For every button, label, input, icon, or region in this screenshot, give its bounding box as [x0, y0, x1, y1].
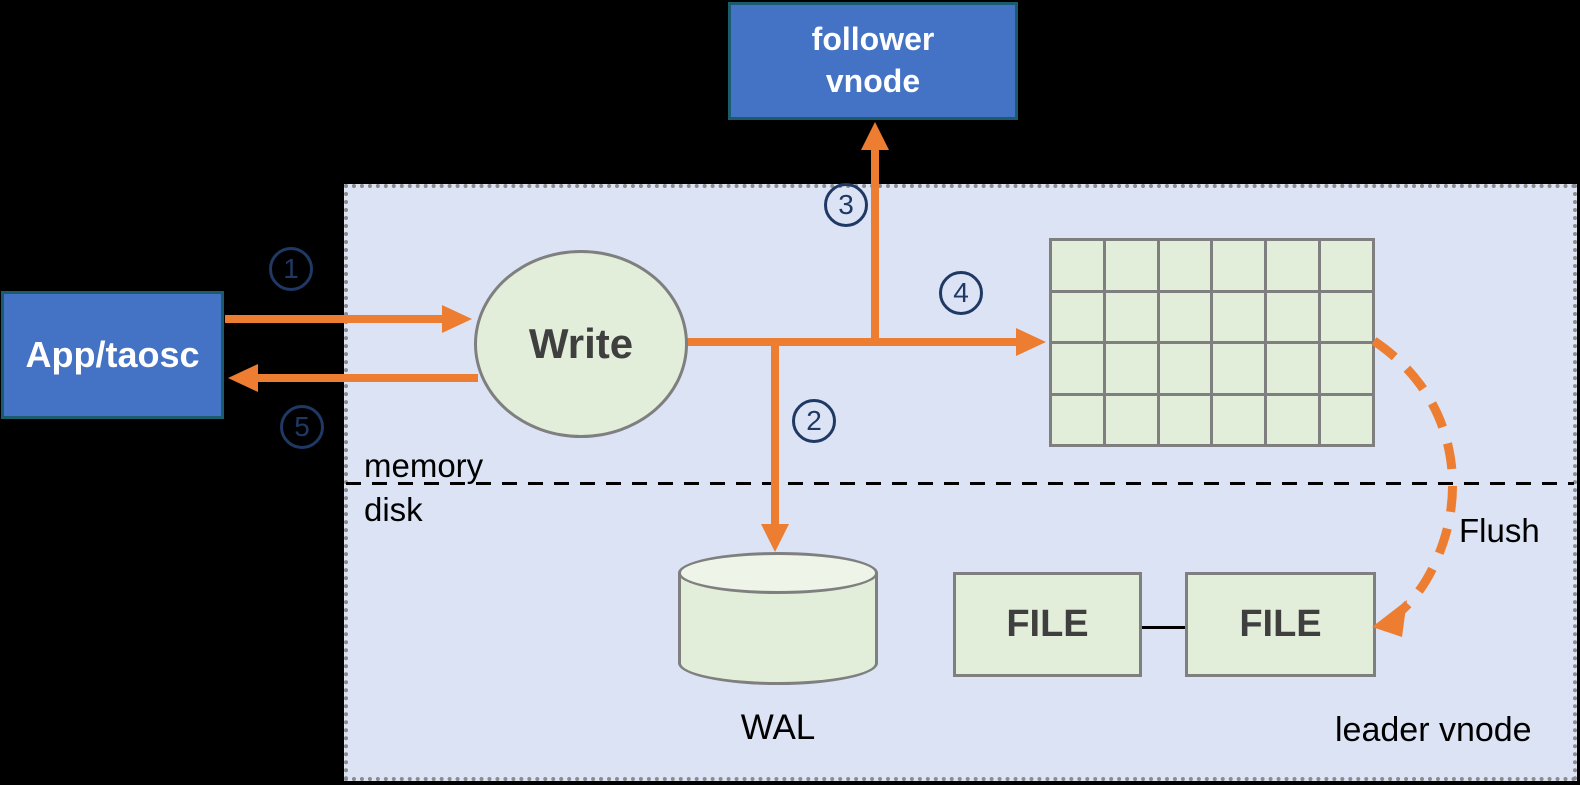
app-taosc-node: App/taosc: [1, 291, 224, 419]
mem-table-cell: [1213, 395, 1265, 444]
mem-table-cell: [1321, 241, 1372, 290]
arrow-5-head: [228, 364, 258, 392]
mem-table-cell: [1105, 241, 1157, 290]
mem-table-cell: [1052, 241, 1103, 290]
mem-table-cell: [1267, 241, 1319, 290]
arrow-5-line: [258, 374, 478, 382]
mem-table-cell: [1213, 344, 1265, 393]
arrow-2-head: [761, 524, 789, 552]
flush-label: Flush: [1459, 512, 1540, 549]
step-badge-3: 3: [824, 183, 868, 227]
wal-cylinder-top: [678, 552, 878, 594]
mem-table-cell: [1052, 395, 1103, 444]
write-label: Write: [528, 320, 634, 367]
memory-disk-divider: [346, 482, 1574, 485]
file-node-right: FILE: [1185, 572, 1376, 677]
follower-vnode-label: follower vnode: [811, 21, 935, 99]
app-taosc-label: App/taosc: [25, 334, 200, 375]
leader-vnode-label: leader vnode: [1335, 711, 1532, 749]
step-badge-4: 4: [939, 271, 983, 315]
file-left-label: FILE: [1006, 603, 1089, 645]
mem-table-cell: [1052, 344, 1103, 393]
arrow-3-line: [871, 150, 879, 342]
mem-table-cell: [1213, 292, 1265, 341]
arrow-4-line: [684, 338, 1016, 346]
disk-label: disk: [364, 491, 423, 528]
memory-label: memory: [364, 447, 484, 484]
mem-table-cell: [1321, 292, 1372, 341]
step-badge-1: 1: [269, 247, 313, 291]
step-badge-5: 5: [280, 405, 324, 449]
arrow-2-line: [771, 342, 779, 524]
wal-label: WAL: [740, 708, 816, 747]
arrow-4-head: [1016, 328, 1046, 356]
write-node: Write: [474, 250, 688, 438]
mem-table-cell: [1267, 395, 1319, 444]
mem-table-cell: [1105, 344, 1157, 393]
follower-vnode-node: follower vnode: [728, 2, 1018, 120]
mem-table: [1049, 238, 1375, 447]
file-connector-line: [1142, 626, 1185, 629]
mem-table-cell: [1267, 344, 1319, 393]
mem-table-cell: [1159, 292, 1211, 341]
mem-table-cell: [1321, 344, 1372, 393]
arrow-3-head: [861, 122, 889, 150]
mem-table-cell: [1159, 395, 1211, 444]
mem-table-cell: [1267, 292, 1319, 341]
arrow-1-head: [442, 305, 472, 333]
mem-table-cell: [1105, 292, 1157, 341]
file-node-left: FILE: [953, 572, 1142, 677]
mem-table-cell: [1159, 344, 1211, 393]
mem-table-cell: [1105, 395, 1157, 444]
arrow-1-line: [225, 315, 442, 323]
mem-table-cell: [1159, 241, 1211, 290]
mem-table-cell: [1321, 395, 1372, 444]
file-right-label: FILE: [1239, 603, 1322, 645]
mem-table-cell: [1052, 292, 1103, 341]
mem-table-cell: [1213, 241, 1265, 290]
step-badge-2: 2: [792, 399, 836, 443]
